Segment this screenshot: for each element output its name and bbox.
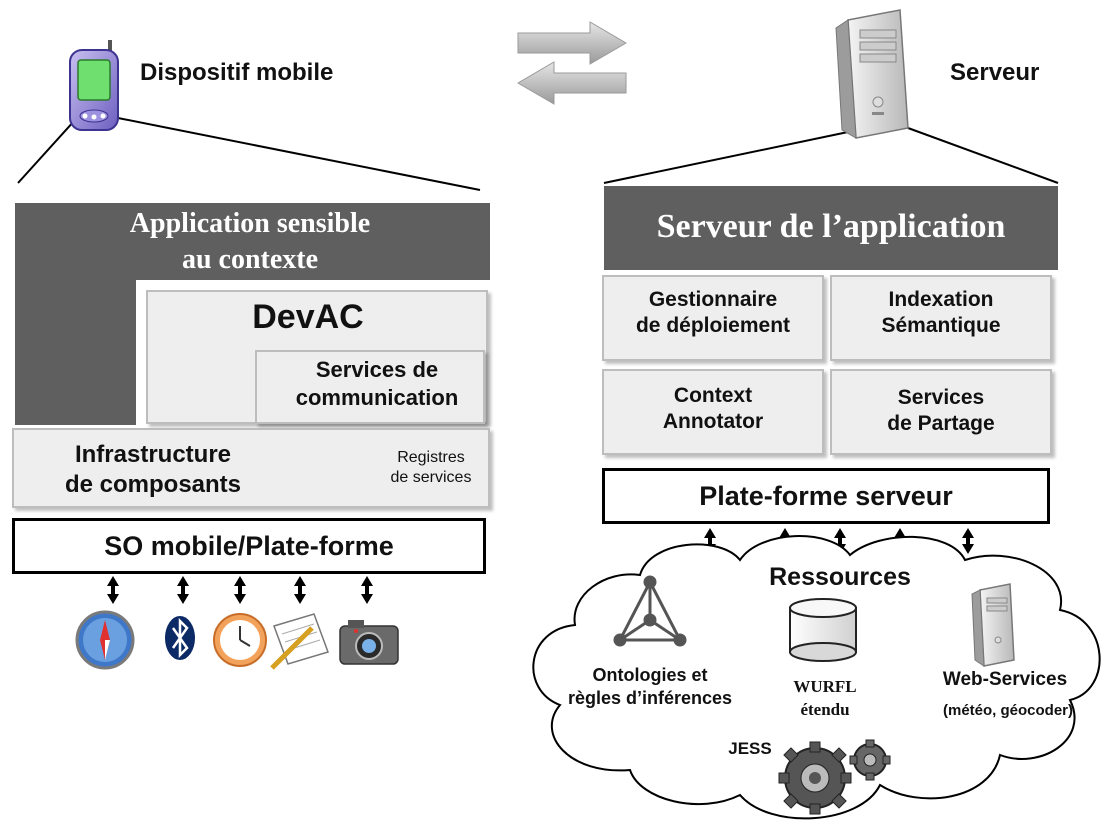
communication-services-label: Services de communication <box>295 357 459 410</box>
jess-label: JESS <box>728 739 772 758</box>
compass-icon <box>75 610 135 670</box>
mobile-phone-icon <box>69 40 119 131</box>
exchange-arrows-icon <box>517 21 627 105</box>
server-title: Serveur <box>950 59 1040 86</box>
app-server-layer-shape <box>604 186 1058 270</box>
server-platform-box: Plate-forme serveur <box>602 468 1050 524</box>
sharing-services-box: Services de Partage <box>830 369 1052 455</box>
sharing-services-label: Services de Partage <box>887 386 995 436</box>
web-services-label: Web-Services <box>942 669 1068 690</box>
mobile-device-title: Dispositif mobile <box>140 59 334 86</box>
resources-cloud-shape <box>532 535 1101 820</box>
web-server-icon <box>971 583 1015 667</box>
server-platform-label: Plate-forme serveur <box>699 481 953 511</box>
server-tower-icon <box>835 9 909 139</box>
mobile-app-layer-label: Application sensible au contexte <box>129 208 371 276</box>
wurfl-database-icon <box>789 598 857 662</box>
component-infrastructure-box: Infrastructure de composants Registres d… <box>12 428 490 508</box>
mobile-connectors <box>107 576 373 604</box>
mobile-os-platform-label: SO mobile/Plate-forme <box>104 531 394 561</box>
communication-services-box: Services de communication <box>255 350 485 424</box>
devac-label: DevAC <box>252 298 364 336</box>
app-server-label: Serveur de l’application <box>656 208 1006 245</box>
context-annotator-label: Context Annotator <box>662 384 764 434</box>
ontology-graph-icon <box>613 575 687 647</box>
semantic-indexing-box: Indexation Sémantique <box>830 275 1052 361</box>
bluetooth-icon <box>165 616 195 660</box>
gears-icon <box>778 739 891 815</box>
deployment-manager-box: Gestionnaire de déploiement <box>602 275 824 361</box>
wurfl-label: WURFL étendu <box>793 677 857 719</box>
semantic-indexing-label: Indexation Sémantique <box>881 288 1001 338</box>
component-infrastructure-label: Infrastructure de composants <box>64 441 242 498</box>
resources-title: Ressources <box>769 563 911 591</box>
notepad-icon <box>270 613 329 670</box>
mobile-os-platform-box: SO mobile/Plate-forme <box>12 518 486 574</box>
service-registries-label: Registres de services <box>390 449 472 486</box>
ontologies-label: Ontologies et règles d’inférences <box>567 665 733 708</box>
web-services-detail-label: (météo, géocoder) <box>942 702 1074 719</box>
mobile-app-layer-shape <box>15 203 490 425</box>
context-annotator-box: Context Annotator <box>602 369 824 455</box>
clock-icon <box>213 613 267 667</box>
camera-icon <box>339 620 399 665</box>
deployment-manager-label: Gestionnaire de déploiement <box>635 288 791 338</box>
devac-box: DevAC <box>146 290 488 424</box>
